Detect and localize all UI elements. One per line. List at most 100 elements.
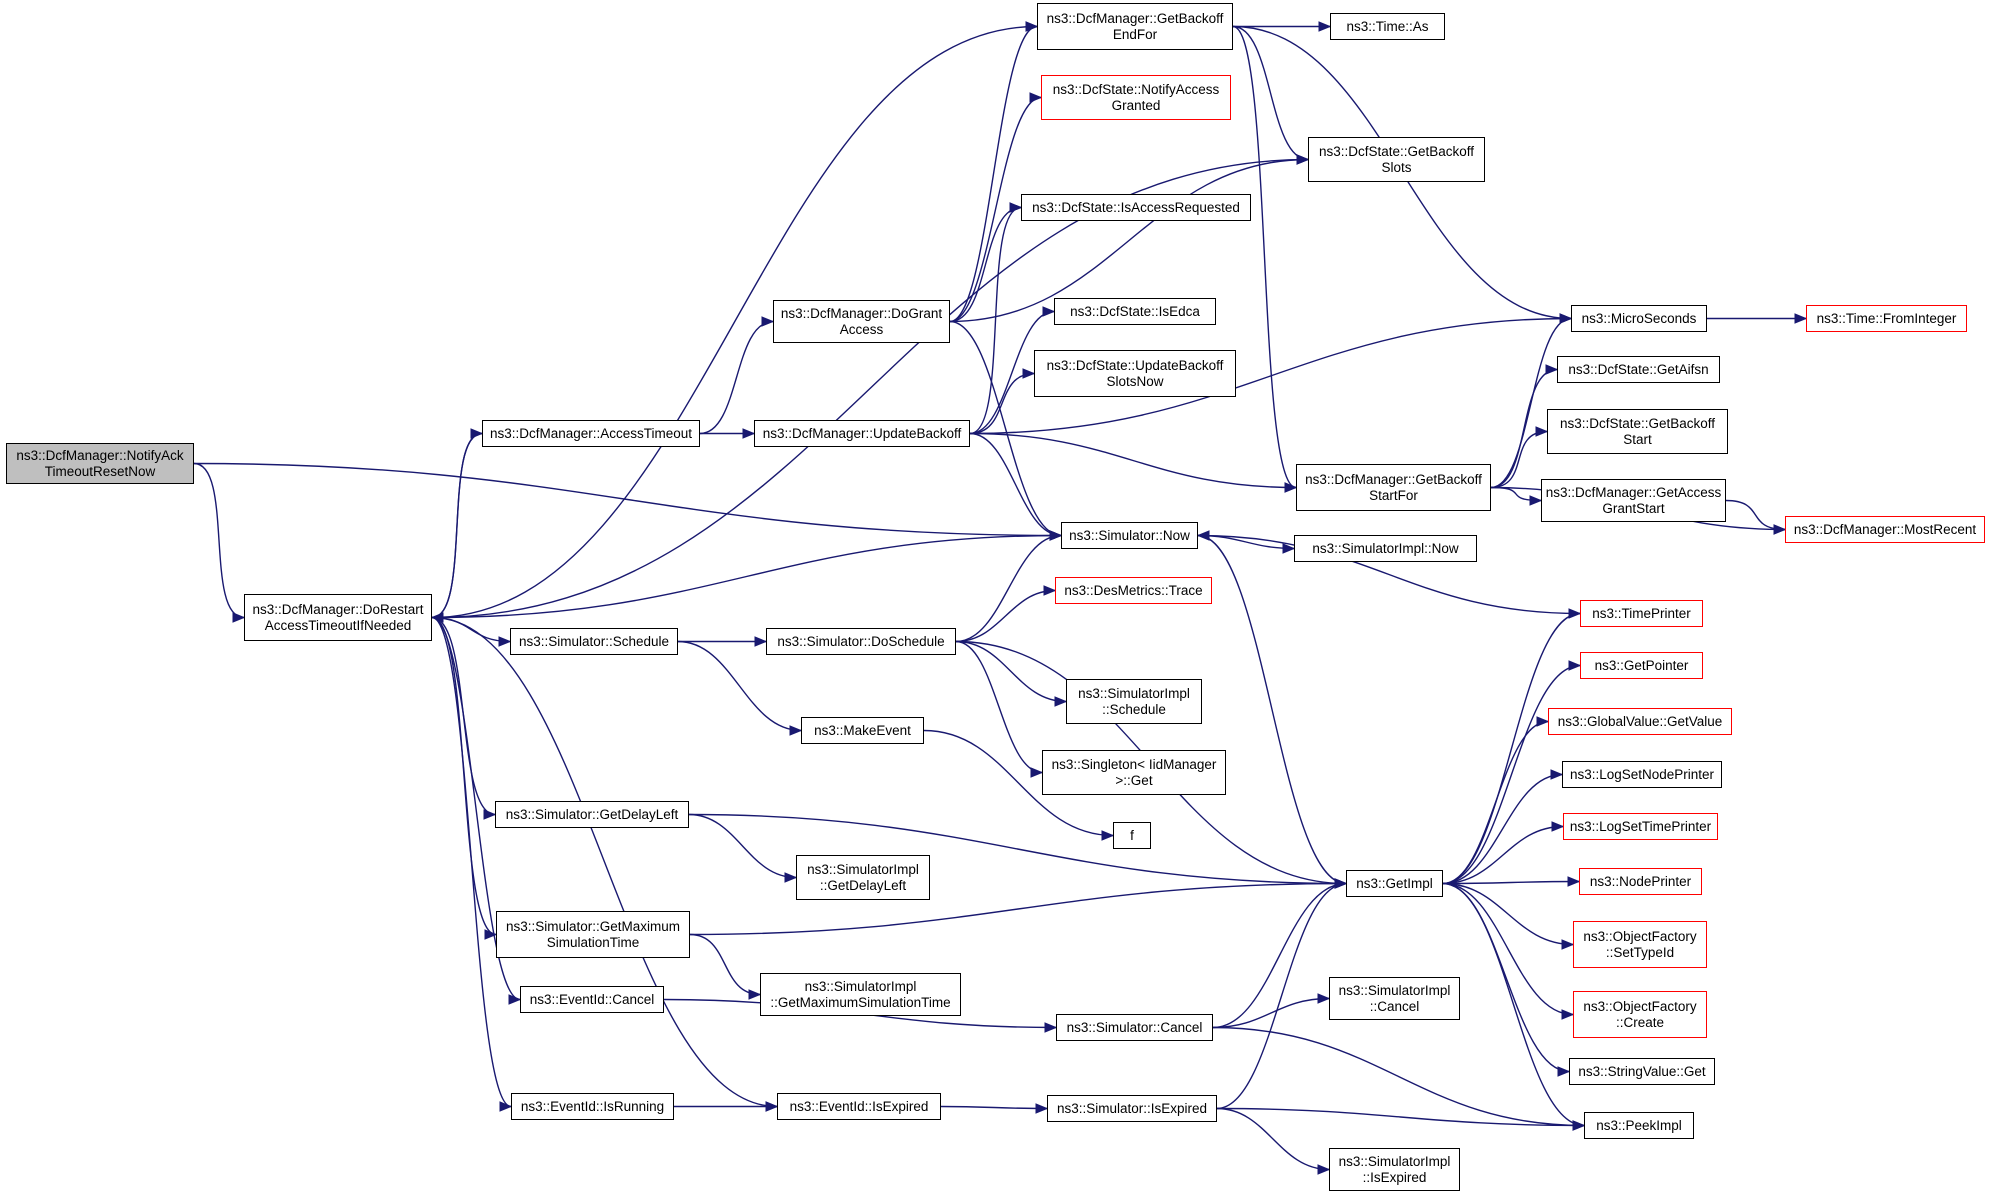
graph-node-ns3-dcfstate-isaccessrequested[interactable]: ns3::DcfState::IsAccessRequested <box>1021 194 1251 221</box>
graph-node-ns3-getpointer[interactable]: ns3::GetPointer <box>1580 652 1703 679</box>
graph-node-ns3-simulator-isexpired[interactable]: ns3::Simulator::IsExpired <box>1047 1095 1217 1122</box>
call-edge <box>1490 486 1543 506</box>
graph-node-ns3-time-frominteger[interactable]: ns3::Time::FromInteger <box>1806 305 1967 332</box>
arrowhead-icon <box>1317 993 1331 1004</box>
graph-node-ns3-dcfmanager-getbackoff-startfor[interactable]: ns3::DcfManager::GetBackoff StartFor <box>1296 464 1491 511</box>
graph-node-ns3-makeevent[interactable]: ns3::MakeEvent <box>801 717 924 744</box>
call-edge <box>689 933 762 1000</box>
arrowhead-icon <box>232 612 246 623</box>
call-edge <box>689 878 1348 936</box>
call-edge <box>677 640 803 736</box>
graph-node-ns3-peekimpl[interactable]: ns3::PeekImpl <box>1584 1112 1694 1139</box>
graph-node-ns3-simulator-getdelayleft[interactable]: ns3::Simulator::GetDelayLeft <box>495 801 689 828</box>
call-edge <box>1442 876 1581 887</box>
call-edge <box>1442 660 1582 885</box>
graph-node-ns3-simulatorimpl-cancel[interactable]: ns3::SimulatorImpl ::Cancel <box>1329 977 1460 1020</box>
graph-node-ns3-simulatorimpl-isexpired[interactable]: ns3::SimulatorImpl ::IsExpired <box>1329 1148 1460 1191</box>
graph-node-ns3-dcfstate-isedca[interactable]: ns3::DcfState::IsEdca <box>1054 298 1216 325</box>
call-edge <box>1490 364 1559 489</box>
graph-node-ns3-simulator-now[interactable]: ns3::Simulator::Now <box>1061 522 1198 549</box>
arrowhead-icon <box>1284 482 1298 493</box>
arrowhead-icon <box>1536 716 1550 727</box>
graph-node-ns3-logsettimeprinter[interactable]: ns3::LogSetTimePrinter <box>1563 813 1718 840</box>
graph-node-ns3-stringvalue-get[interactable]: ns3::StringValue::Get <box>1569 1058 1715 1085</box>
graph-node-ns3-timeprinter[interactable]: ns3::TimePrinter <box>1580 600 1703 627</box>
graph-node-ns3-desmetrics-trace[interactable]: ns3::DesMetrics::Trace <box>1055 577 1212 604</box>
graph-node-ns3-dcfmanager-getbackoff-endfor[interactable]: ns3::DcfManager::GetBackoff EndFor <box>1037 3 1233 50</box>
arrowhead-icon <box>1029 92 1043 103</box>
graph-node-ns3-dcfstate-getbackoff-start[interactable]: ns3::DcfState::GetBackoff Start <box>1547 409 1728 454</box>
arrowhead-icon <box>1557 1066 1571 1077</box>
arrowhead-icon <box>1101 830 1115 841</box>
graph-node-ns3-nodeprinter[interactable]: ns3::NodePrinter <box>1579 868 1702 895</box>
graph-node-ns3-dcfmanager-getaccess-grantstart[interactable]: ns3::DcfManager::GetAccess GrantStart <box>1541 479 1726 522</box>
graph-node-ns3-simulatorimpl-getmaximumsimulationtime[interactable]: ns3::SimulatorImpl ::GetMaximumSimulatio… <box>760 973 961 1016</box>
arrowhead-icon <box>1296 154 1310 165</box>
call-edge <box>1216 878 1348 1110</box>
graph-node-ns3-simulatorimpl-getdelayleft[interactable]: ns3::SimulatorImpl ::GetDelayLeft <box>796 855 930 900</box>
arrowhead-icon <box>1025 21 1039 32</box>
call-edge <box>969 432 1063 541</box>
arrowhead-icon <box>430 612 444 623</box>
graph-node-f[interactable]: f <box>1113 822 1151 849</box>
arrowhead-icon <box>1568 660 1582 671</box>
graph-node-ns3-dcfstate-updatebackoff-slotsnow[interactable]: ns3::DcfState::UpdateBackoff SlotsNow <box>1034 350 1236 397</box>
call-edge <box>969 306 1056 435</box>
call-edge <box>193 462 246 623</box>
arrowhead-icon <box>789 725 803 736</box>
call-edge <box>673 1101 779 1112</box>
graph-node-ns3-eventid-isexpired[interactable]: ns3::EventId::IsExpired <box>777 1093 941 1120</box>
call-edge <box>193 462 1063 541</box>
arrowhead-icon <box>742 428 756 439</box>
call-edge <box>1442 882 1575 950</box>
call-edge <box>700 428 756 439</box>
graph-node-ns3-objectfactory-create[interactable]: ns3::ObjectFactory ::Create <box>1573 991 1707 1038</box>
graph-node-ns3-dcfmanager-notifyack-timeoutresetnow: ns3::DcfManager::NotifyAck TimeoutResetN… <box>6 443 194 484</box>
graph-node-ns3-logsetnodeprinter[interactable]: ns3::LogSetNodePrinter <box>1562 761 1722 788</box>
graph-node-ns3-simulator-doschedule[interactable]: ns3::Simulator::DoSchedule <box>766 628 956 655</box>
call-edge <box>969 432 1298 493</box>
graph-node-ns3-microseconds[interactable]: ns3::MicroSeconds <box>1571 305 1707 332</box>
graph-node-ns3-dcfstate-getbackoff-slots[interactable]: ns3::DcfState::GetBackoff Slots <box>1308 137 1485 182</box>
graph-node-ns3-simulator-getmaximum-simulationtime[interactable]: ns3::Simulator::GetMaximum SimulationTim… <box>496 911 690 958</box>
call-edge <box>940 1103 1049 1114</box>
call-edge <box>1442 882 1575 1020</box>
graph-node-ns3-dcfmanager-dorestart-accesstimeoutifneeded[interactable]: ns3::DcfManager::DoRestart AccessTimeout… <box>244 594 432 641</box>
arrowhead-icon <box>1282 543 1296 554</box>
call-edge <box>1725 499 1787 535</box>
arrowhead-icon <box>761 316 775 327</box>
call-edge <box>1442 769 1564 885</box>
graph-node-ns3-dcfmanager-updatebackoff[interactable]: ns3::DcfManager::UpdateBackoff <box>754 420 970 447</box>
arrowhead-icon <box>1035 1103 1049 1114</box>
graph-node-ns3-simulator-schedule[interactable]: ns3::Simulator::Schedule <box>510 628 678 655</box>
call-edge <box>678 636 768 647</box>
arrowhead-icon <box>1568 608 1582 619</box>
graph-node-ns3-getimpl[interactable]: ns3::GetImpl <box>1346 870 1443 897</box>
call-edge <box>1442 821 1565 885</box>
arrowhead-icon <box>508 994 522 1005</box>
call-edge <box>1490 426 1549 489</box>
graph-node-ns3-dcfmanager-accesstimeout[interactable]: ns3::DcfManager::AccessTimeout <box>482 420 700 447</box>
call-edge <box>969 202 1023 435</box>
arrowhead-icon <box>1044 1022 1058 1033</box>
call-edge <box>430 432 483 623</box>
graph-node-ns3-dcfmanager-mostrecent[interactable]: ns3::DcfManager::MostRecent <box>1785 516 1985 543</box>
graph-node-ns3-eventid-isrunning[interactable]: ns3::EventId::IsRunning <box>511 1093 674 1120</box>
graph-node-ns3-objectfactory-settypeid[interactable]: ns3::ObjectFactory ::SetTypeId <box>1573 921 1707 968</box>
graph-node-ns3-simulator-cancel[interactable]: ns3::Simulator::Cancel <box>1056 1014 1213 1041</box>
graph-node-ns3-dcfstate-getaifsn[interactable]: ns3::DcfState::GetAifsn <box>1557 356 1720 383</box>
graph-node-ns3-eventid-cancel[interactable]: ns3::EventId::Cancel <box>520 986 664 1013</box>
arrowhead-icon <box>1559 313 1573 324</box>
graph-node-ns3-globalvalue-getvalue[interactable]: ns3::GlobalValue::GetValue <box>1548 708 1732 735</box>
graph-node-ns3-simulatorimpl-schedule[interactable]: ns3::SimulatorImpl ::Schedule <box>1066 679 1202 724</box>
graph-node-ns3-singleton-iidmanager-get[interactable]: ns3::Singleton< IidManager >::Get <box>1042 750 1226 795</box>
graph-node-ns3-simulatorimpl-now[interactable]: ns3::SimulatorImpl::Now <box>1294 535 1477 562</box>
graph-node-ns3-dcfstate-notifyaccess-granted[interactable]: ns3::DcfState::NotifyAccess Granted <box>1041 75 1231 120</box>
graph-node-ns3-time-as[interactable]: ns3::Time::As <box>1330 13 1445 40</box>
graph-node-ns3-dcfmanager-dogrant-access[interactable]: ns3::DcfManager::DoGrant Access <box>773 300 950 343</box>
call-edge <box>431 616 522 1005</box>
call-edge <box>949 21 1039 323</box>
arrowhead-icon <box>1551 821 1565 832</box>
